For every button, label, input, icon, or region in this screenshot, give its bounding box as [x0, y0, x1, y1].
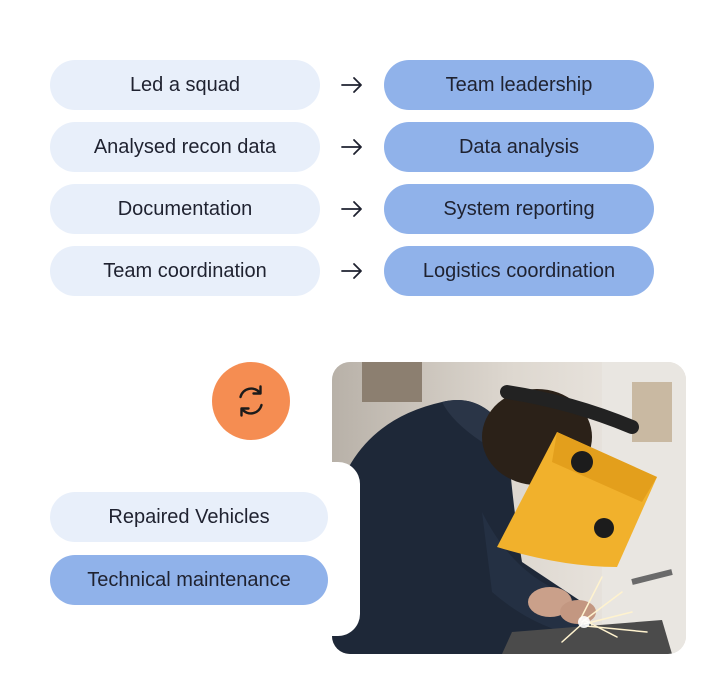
arrow-right-icon	[341, 77, 362, 93]
skill-to-pill: Logistics coordination	[384, 246, 654, 296]
skill-from-pill: Led a squad	[50, 60, 320, 110]
arrow-right-icon	[341, 201, 362, 217]
skill-from-pill: Documentation	[50, 184, 320, 234]
skill-to-pill: Technical maintenance	[50, 555, 328, 605]
skill-to-pill: Data analysis	[384, 122, 654, 172]
welder-photo	[332, 362, 686, 654]
sync-icon	[239, 385, 263, 417]
skill-from-pill: Team coordination	[50, 246, 320, 296]
photo-cutout	[318, 462, 360, 636]
skill-to-pill: System reporting	[384, 184, 654, 234]
sync-badge	[212, 362, 290, 440]
arrow-right-icon	[341, 139, 362, 155]
skill-from-pill: Analysed recon data	[50, 122, 320, 172]
arrow-right-icon	[341, 263, 362, 279]
skill-to-pill: Team leadership	[384, 60, 654, 110]
skill-from-pill: Repaired Vehicles	[50, 492, 328, 542]
